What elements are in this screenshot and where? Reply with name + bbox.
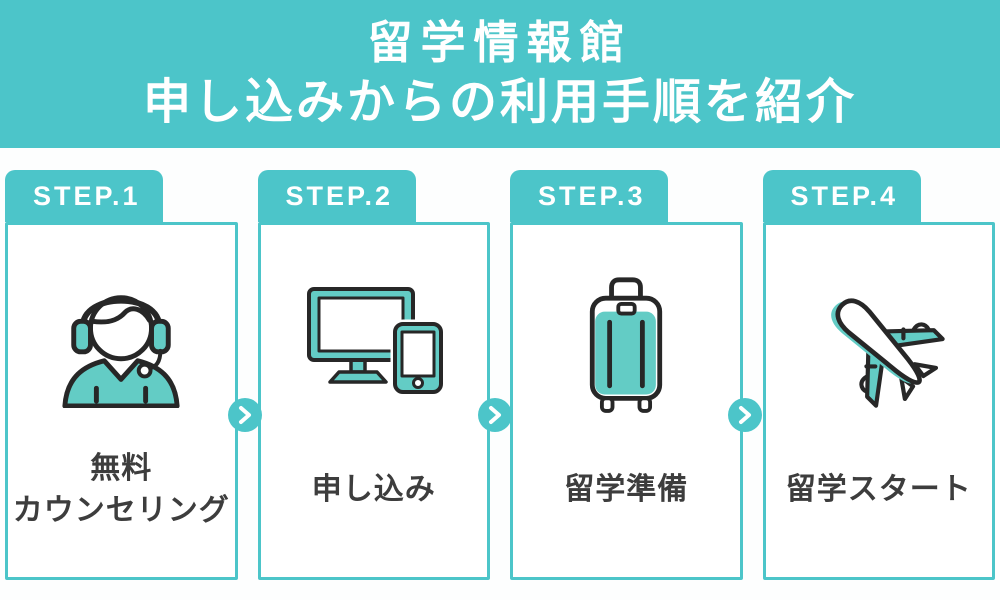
step-2-tab: STEP.2 (257, 170, 416, 222)
chevron-right-icon (489, 406, 501, 424)
step-1-icon-box (8, 269, 235, 414)
step-4-card: 留学スタート (762, 222, 995, 580)
step-3-tab-label: STEP.3 (538, 180, 646, 211)
step-1-label-line1: 無料 (90, 452, 153, 485)
counselor-headset-icon (62, 294, 180, 408)
computer-tablet-icon (306, 287, 446, 397)
header-title-line2: 申し込みからの利用手順を紹介 (142, 76, 857, 129)
step-2: STEP.2 (257, 170, 490, 580)
next-step-arrow-2 (478, 398, 512, 432)
step-3-card: 留学準備 (510, 222, 743, 580)
step-4-label-line1: 留学スタート (785, 473, 972, 506)
steps-row: STEP.1 (0, 148, 1000, 580)
next-step-arrow-3 (728, 398, 762, 432)
step-2-icon-box (261, 269, 488, 414)
step-3-label-line1: 留学準備 (564, 473, 689, 506)
step-4-tab: STEP.4 (762, 170, 921, 222)
header-banner: 留学情報館 申し込みからの利用手順を紹介 (0, 0, 1000, 148)
step-3-tab: STEP.3 (510, 170, 668, 222)
step-4-tab-label: STEP.4 (790, 180, 899, 211)
infographic-page: 留学情報館 申し込みからの利用手順を紹介 STEP.1 (0, 0, 1000, 580)
airplane-icon (830, 297, 945, 408)
step-3: STEP.3 (510, 170, 743, 580)
chevron-right-icon (239, 406, 251, 424)
step-3-label: 留学準備 (513, 430, 740, 550)
step-1-card: 無料 カウンセリング (5, 222, 238, 580)
step-2-label: 申し込み (261, 430, 488, 550)
step-4: STEP.4 (762, 170, 995, 580)
chevron-right-icon (739, 406, 751, 424)
step-2-tab-label: STEP.2 (285, 180, 394, 211)
step-1-tab-label: STEP.1 (33, 180, 141, 211)
step-1-tab: STEP.1 (5, 170, 163, 222)
next-step-arrow-1 (228, 398, 262, 432)
step-2-label-line1: 申し込み (311, 473, 436, 506)
step-3-icon-box (513, 269, 740, 414)
suitcase-icon (590, 276, 663, 413)
step-1: STEP.1 (5, 170, 238, 580)
step-1-label: 無料 カウンセリング (8, 430, 235, 550)
header-title-line1: 留学情報館 (367, 17, 633, 68)
step-2-card: 申し込み (257, 222, 490, 580)
step-4-icon-box (766, 269, 993, 414)
step-4-label: 留学スタート (766, 430, 993, 550)
step-1-label-line2: カウンセリング (12, 494, 230, 527)
